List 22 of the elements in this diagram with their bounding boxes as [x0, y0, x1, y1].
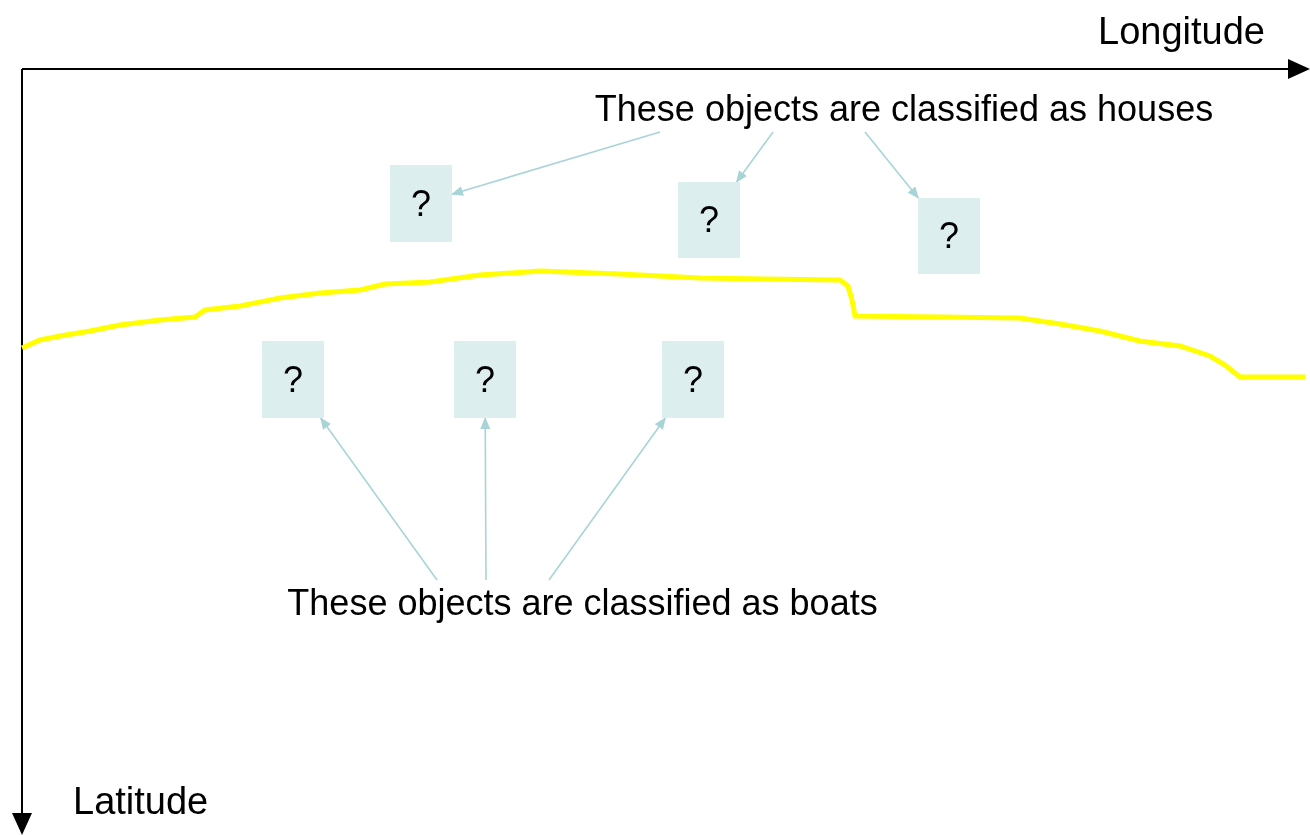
question-mark: ?: [411, 185, 431, 222]
annotation-text: These objects are classified as houses: [594, 91, 1214, 127]
question-mark: ?: [699, 202, 719, 238]
arrow: [451, 131, 661, 196]
arrow: [864, 131, 920, 199]
question-mark: ?: [283, 361, 303, 398]
annotation-text: These objects are classified as boats: [287, 585, 878, 621]
axis-label: Latitude: [73, 782, 209, 820]
unknown-object-box: [390, 165, 452, 242]
unknown-object-box: [454, 341, 516, 418]
unknown-object-box: [678, 182, 740, 258]
arrow: [548, 417, 667, 581]
question-mark: ?: [683, 361, 703, 398]
unknown-object-box: [262, 341, 324, 418]
unknown-object-box: [918, 198, 980, 274]
unknown-object-box: [662, 341, 724, 418]
arrow: [480, 417, 491, 581]
axis-label: Longitude: [1098, 12, 1265, 50]
arrow: [735, 131, 774, 183]
arrow: [319, 417, 438, 581]
question-mark: ?: [475, 361, 495, 398]
question-mark: ?: [939, 218, 959, 254]
